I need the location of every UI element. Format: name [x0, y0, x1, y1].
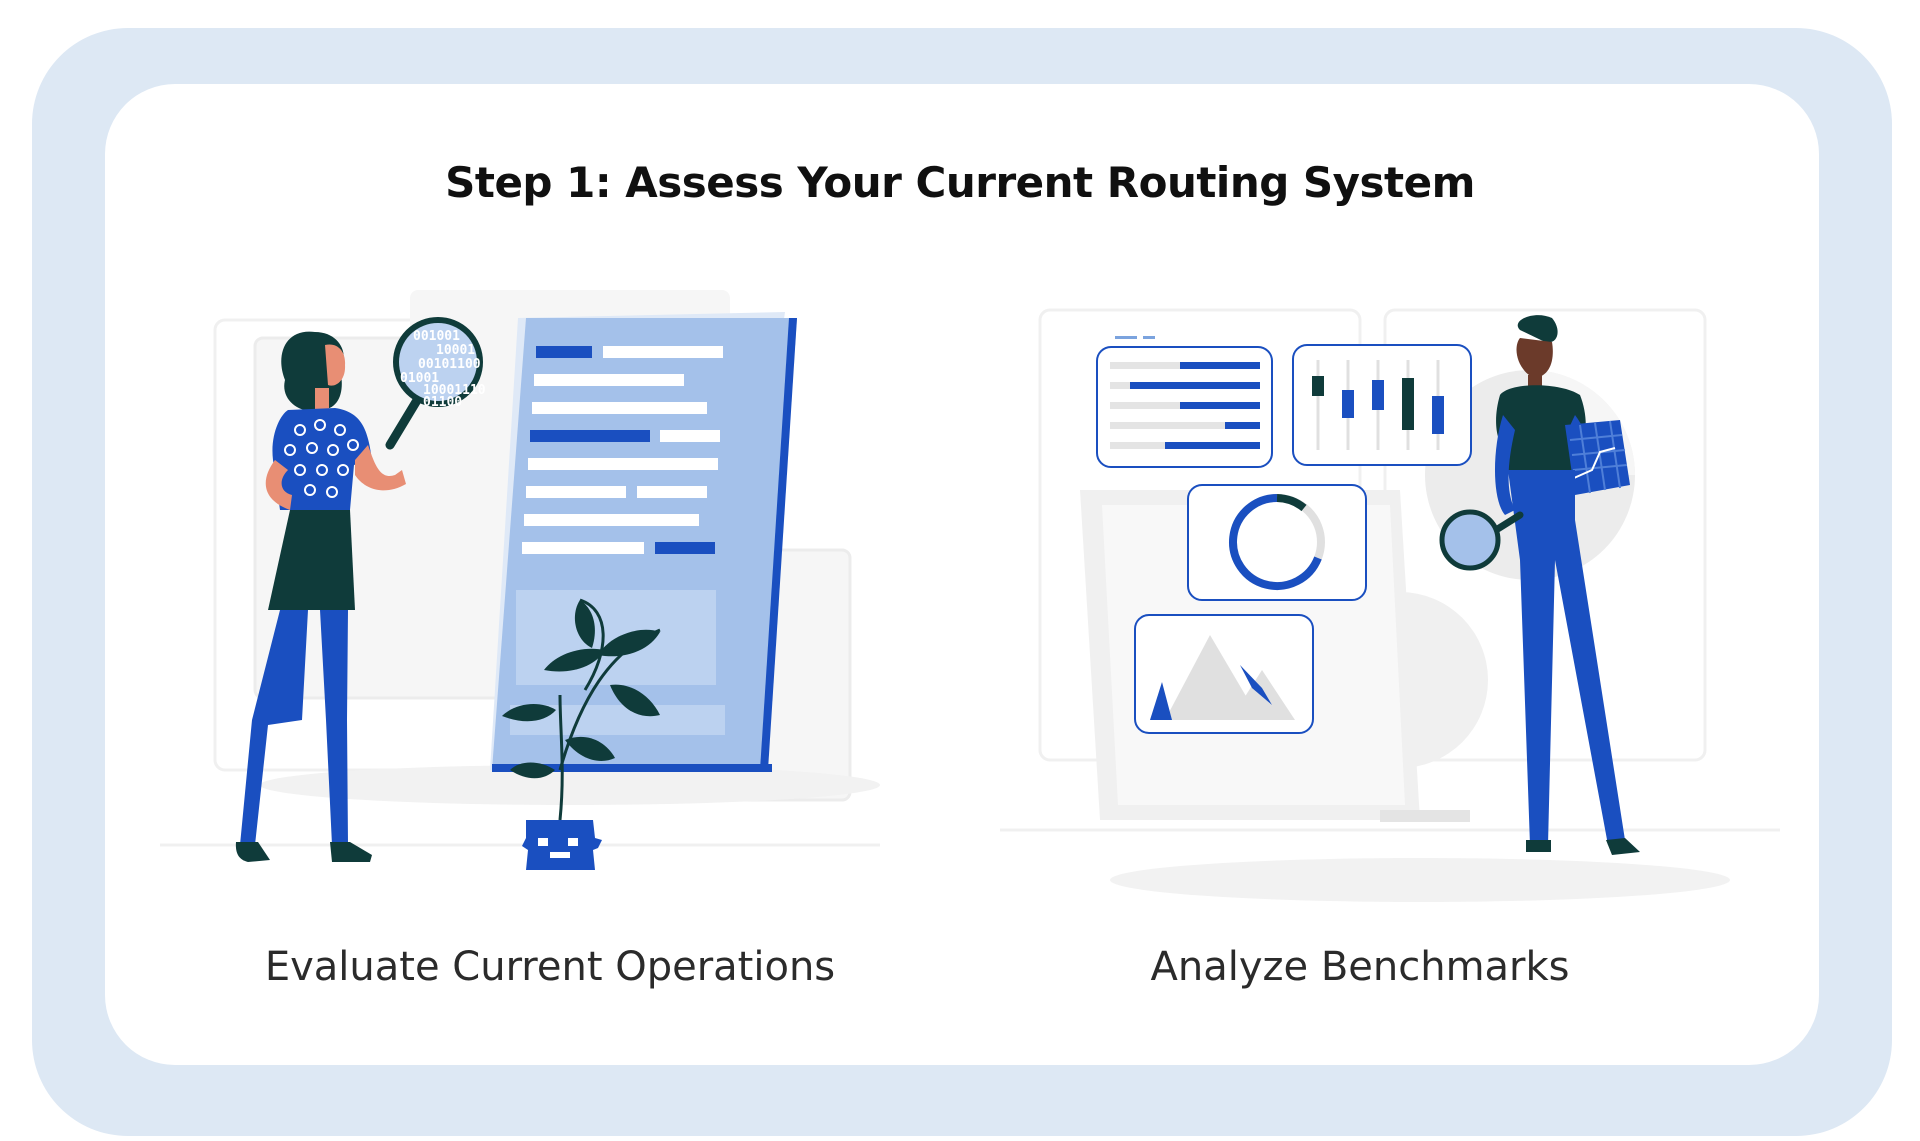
floor-shadow: [1110, 858, 1730, 902]
man-figure: [1439, 315, 1640, 855]
face: [1516, 338, 1553, 378]
leaf: [510, 762, 555, 779]
shoe: [1606, 838, 1640, 855]
binary-text: 10001110: [423, 383, 486, 398]
binary-text: 00101100: [418, 357, 481, 372]
shirt-dots: [284, 419, 359, 498]
binary-text: 01100: [423, 395, 462, 410]
bar-list-card: [1096, 346, 1273, 468]
right-arm: [355, 445, 406, 491]
legs: [320, 610, 348, 845]
monitor-stand: [1380, 810, 1470, 822]
leaf: [610, 684, 660, 717]
pants: [1508, 470, 1625, 845]
hair: [1517, 315, 1558, 343]
leaf: [502, 704, 556, 722]
candlestick-card: [1292, 344, 1472, 466]
leaf: [544, 648, 605, 672]
shoe: [1526, 840, 1551, 852]
skirt: [268, 510, 355, 610]
tablet: [1565, 420, 1630, 495]
shoe: [235, 842, 270, 862]
magnifier-lens: [393, 317, 483, 407]
leaf: [565, 736, 615, 761]
document-panel: [516, 590, 716, 685]
legs: [240, 610, 308, 845]
evaluate-operations-illustration: 001001 10001 00101100 01001 10001110 011…: [160, 290, 880, 870]
document-edge: [760, 318, 797, 770]
binary-text: 01001: [400, 371, 439, 386]
binary-text: 10001: [436, 343, 475, 358]
document-footer-bar: [492, 764, 772, 772]
magnifier: [1439, 509, 1524, 571]
analyze-benchmarks-caption: Analyze Benchmarks: [1150, 944, 1570, 990]
page-title: Step 1: Assess Your Current Routing Syst…: [445, 158, 1475, 207]
binary-text: 001001: [413, 329, 460, 344]
potted-plant: [502, 598, 661, 870]
face: [325, 344, 346, 386]
donut-card: [1187, 484, 1367, 601]
left-arm: [265, 460, 292, 510]
shoe: [330, 842, 372, 862]
floor-shadow: [260, 765, 880, 805]
neck: [315, 388, 329, 410]
evaluate-operations-caption: Evaluate Current Operations: [264, 944, 836, 990]
arm: [1494, 415, 1515, 515]
document-text-lines: [522, 346, 723, 554]
area-chart-card: [1134, 614, 1314, 734]
magnifier-lens: [1439, 509, 1501, 571]
leaf: [574, 600, 595, 648]
leaf: [598, 629, 660, 657]
analyze-benchmarks-illustration: [1000, 308, 1780, 902]
woman-figure: [235, 331, 406, 862]
magnifier: 001001 10001 00101100 01001 10001110 011…: [385, 317, 486, 450]
torso: [1496, 385, 1586, 470]
pot: [522, 820, 602, 870]
